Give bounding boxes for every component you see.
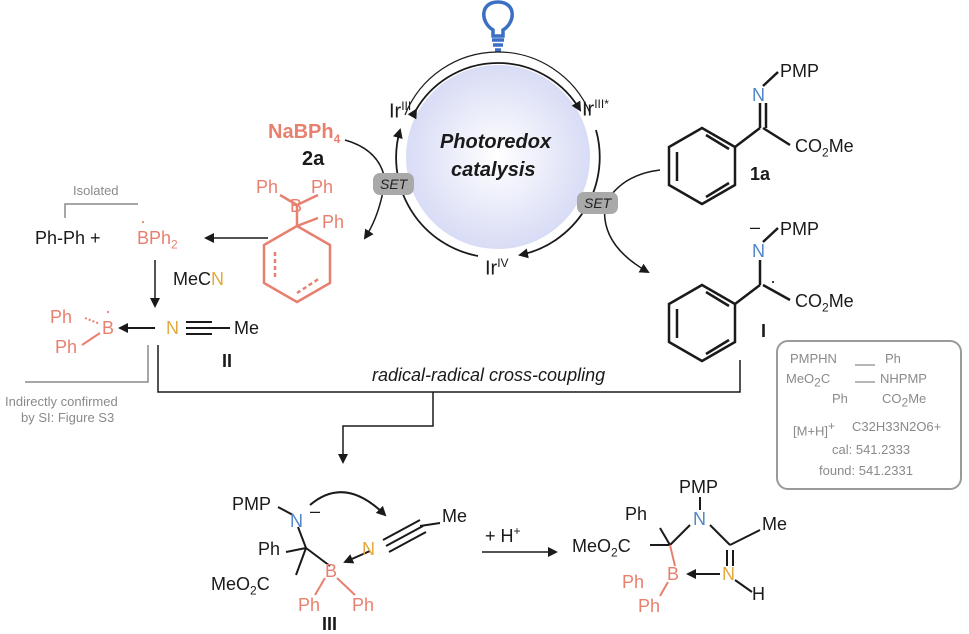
me-II: Me [234, 318, 260, 338]
label-II: II [222, 351, 233, 371]
h-product: H [752, 584, 765, 604]
nitrogen-product: N [693, 509, 706, 529]
boron-2a: B [290, 196, 303, 216]
cycle-arc-left [392, 128, 479, 257]
nitrogen-nitrile-III: N [362, 539, 375, 559]
isolated-bracket [64, 203, 138, 218]
ms-evidence-box [776, 340, 962, 490]
ph-II-top: Ph [50, 307, 73, 327]
indirect-bracket [25, 345, 149, 383]
co2me-I: CO2Me [795, 291, 854, 315]
phenyl-ring-I [667, 227, 791, 363]
ms-mh: [M+H]+ [793, 419, 836, 439]
ms-cal: cal: 541.2333 [832, 442, 911, 457]
light-bulb-icon [482, 0, 514, 52]
indirect-label-2: by SI: Figure S3 [21, 410, 115, 425]
nitrogen-1a: N [752, 85, 765, 105]
ph-product-boron-top: Ph [622, 572, 645, 592]
ph-product: Ph [625, 504, 648, 524]
excitation-arc [407, 62, 582, 120]
pmp-III: PMP [232, 494, 272, 514]
mecn-label: MeCN [173, 269, 225, 289]
coupling-line [157, 345, 741, 393]
coupling-label: radical-radical cross-coupling [372, 365, 606, 385]
nitrogen-I: N [752, 241, 765, 261]
n-minus-III: – [310, 501, 321, 521]
product-ring-bonds [650, 497, 761, 593]
indirect-label-1: Indirectly confirmed [5, 394, 118, 409]
phenyl-ring-1a [667, 71, 791, 206]
set-right-arrow [603, 169, 661, 273]
label-1a: 1a [750, 164, 771, 184]
ms-ph-bottom: Ph [832, 391, 848, 406]
ph-II-bottom: Ph [55, 337, 78, 357]
nitrogen-nitrile-product: N [722, 564, 735, 584]
radical-dot-bph2: · [140, 211, 146, 231]
ph-2a-left: Ph [256, 177, 279, 197]
nitrile-bonds-II [118, 321, 230, 335]
ms-pmphn: PMPHN [790, 351, 837, 366]
bph2-label: BPh2 [137, 228, 178, 252]
boron-bonds-II [81, 317, 101, 346]
ph-III-boron-left: Ph [298, 595, 321, 615]
proton-label: + H+ [485, 524, 521, 546]
pmp-product: PMP [679, 477, 719, 497]
ms-nhpmp: NHPMP [880, 371, 927, 386]
co2me-1a: CO2Me [795, 136, 854, 160]
n-minus-I: – [750, 217, 761, 237]
label-I: I [761, 321, 767, 341]
nitrogen-II: N [166, 318, 179, 338]
nitrogen-III: N [290, 511, 303, 531]
ms-found: found: 541.2331 [819, 463, 913, 478]
meo2c-III: MeO2C [211, 574, 270, 598]
set-badge-left: SET [373, 173, 415, 195]
ms-dimer-bonds [855, 364, 875, 383]
ph-III-boron-right: Ph [352, 595, 375, 615]
me-product: Me [762, 514, 788, 534]
ir-iii-left: IrIII [389, 99, 412, 123]
catalysis-label: catalysis [451, 159, 536, 181]
ir-iii-star: IrIII* [582, 97, 609, 121]
meo2c-product: MeO2C [572, 536, 631, 560]
dearomatized-ring [262, 193, 332, 304]
ph-2a-right: Ph [311, 177, 334, 197]
pmp-1a: PMP [780, 61, 820, 81]
structure-III-bonds [277, 491, 441, 576]
radical-dot-II: · [105, 301, 111, 321]
phph-label: Ph-Ph + [35, 228, 101, 248]
product-boron-bonds [659, 544, 676, 597]
radical-dot-I: · [770, 271, 776, 291]
nabph4-label: NaBPh4 [268, 121, 341, 146]
structure-III-boron-bonds [314, 577, 356, 596]
boron-III: B [325, 561, 338, 581]
label-2a: 2a [302, 148, 325, 170]
ms-co2me: CO2Me [882, 391, 927, 410]
ph-product-boron-bottom: Ph [638, 596, 661, 616]
ph-2a-lower: Ph [322, 212, 345, 232]
isolated-label: Isolated [73, 183, 119, 198]
set-badge-right: SET [577, 192, 619, 214]
me-III: Me [442, 506, 468, 526]
label-III: III [322, 614, 338, 634]
boron-II: B [102, 318, 115, 338]
excitation-arc-outer [404, 51, 591, 116]
photoredox-label: Photoredox [440, 131, 552, 153]
ms-meo2c: MeO2C [786, 371, 831, 390]
ms-formula: C32H33N2O6+ [852, 419, 942, 434]
photocatalyst-circle [406, 65, 590, 249]
boron-product: B [667, 564, 680, 584]
pmp-I: PMP [780, 219, 820, 239]
coupling-down-arrow [338, 392, 434, 464]
ms-ph-top: Ph [885, 351, 901, 366]
ir-iv: IrIV [485, 256, 509, 280]
ph-III: Ph [258, 539, 281, 559]
